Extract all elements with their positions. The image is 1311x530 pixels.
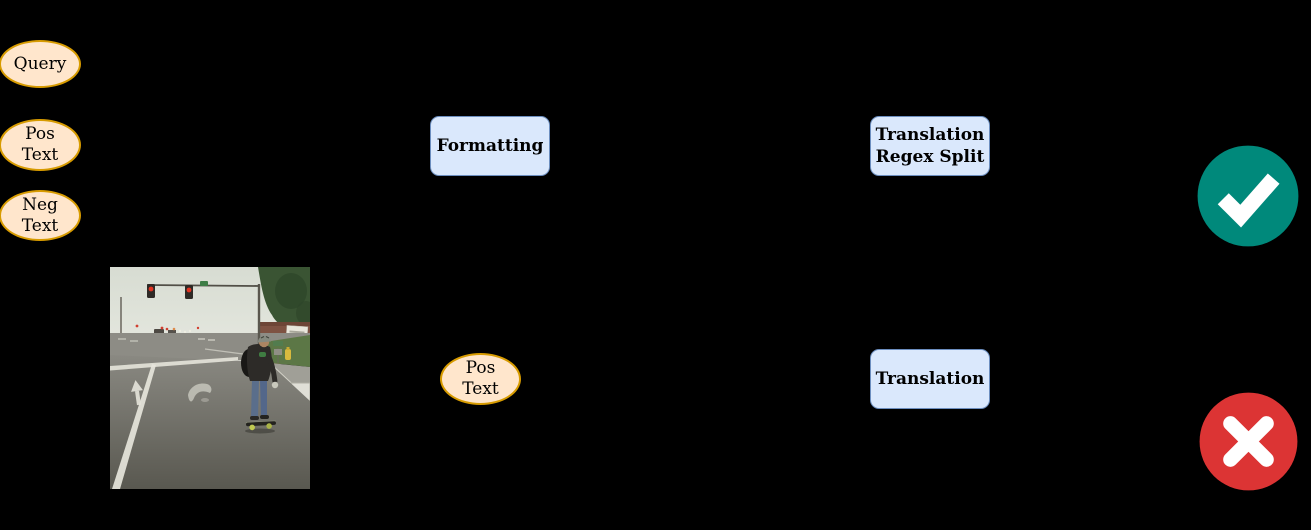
intersection-photo xyxy=(110,267,310,489)
distant-car xyxy=(154,329,164,334)
box-label-line: Translation xyxy=(875,125,985,145)
node-query: Query xyxy=(0,40,81,88)
stop-line xyxy=(110,357,238,371)
node-neg-text: Neg Text xyxy=(0,190,81,241)
process-translation: Translation xyxy=(870,349,990,409)
node-label-line: Pos xyxy=(25,124,55,144)
street-signs xyxy=(273,341,283,363)
box-label-line: Regex Split xyxy=(875,147,985,167)
intersection-photo-art xyxy=(110,267,310,489)
fire-hydrant xyxy=(285,349,291,360)
failure-cross-icon xyxy=(1197,390,1300,493)
node-label-line: Text xyxy=(462,379,499,399)
node-label-line: Neg xyxy=(22,194,58,215)
success-check-icon xyxy=(1193,141,1303,251)
node-label-line: Pos xyxy=(465,358,496,378)
box-label: Formatting xyxy=(436,136,544,156)
node-label: Query xyxy=(13,53,67,74)
lane-line xyxy=(112,364,156,489)
node-label-line: Text xyxy=(21,215,59,236)
node-label-line: Text xyxy=(21,145,59,165)
worn-arrow-marking xyxy=(188,383,212,402)
skateboarder xyxy=(241,335,279,434)
box-label: Translation xyxy=(875,369,985,389)
node-pos-text-mid: Pos Text xyxy=(440,353,521,405)
process-formatting: Formatting xyxy=(430,116,550,176)
node-pos-text: Pos Text xyxy=(0,119,81,171)
straight-arrow-marking xyxy=(131,380,143,406)
road xyxy=(110,355,310,489)
process-translation-regex-split: Translation Regex Split xyxy=(870,116,990,176)
